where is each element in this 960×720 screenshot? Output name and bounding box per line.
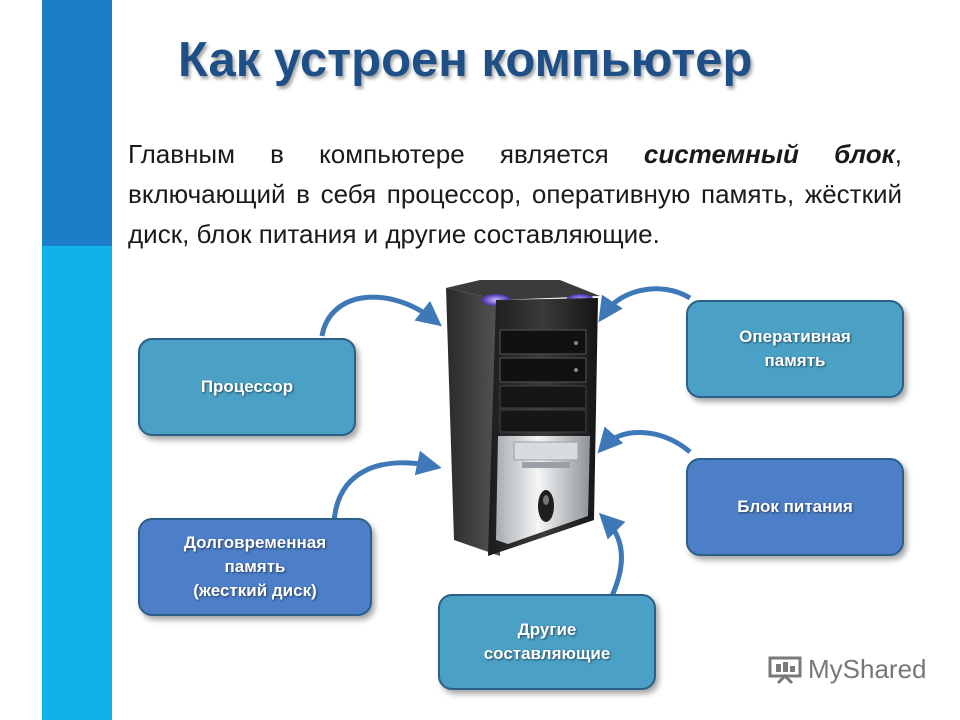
node-other-components: Другие составляющие (438, 594, 656, 690)
node-hard-disk-line-3: (жесткий диск) (193, 581, 317, 600)
logo-text: MyShared (808, 654, 927, 684)
myshared-logo: MyShared (768, 654, 927, 685)
arrow-other (598, 512, 626, 598)
intro-emphasis: системный блок (643, 139, 895, 169)
presentation-board-icon (768, 656, 802, 684)
arrow-cpu (319, 294, 442, 337)
arrow-ram (598, 286, 692, 323)
node-ram: Оперативная память (686, 300, 904, 398)
node-hard-disk-line-2: память (224, 557, 286, 576)
intro-text-start: Главным в компьютере является (128, 139, 644, 169)
node-power-supply-label: Блок питания (737, 497, 853, 516)
side-band-bottom (42, 246, 112, 720)
node-other-line-1: Другие (517, 620, 577, 639)
node-power-supply: Блок питания (686, 458, 904, 556)
node-hard-disk: Долговременная память (жесткий диск) (138, 518, 372, 616)
node-ram-line-2: память (764, 351, 826, 370)
arrow-hdd (331, 450, 442, 523)
node-processor-label: Процессор (200, 377, 294, 396)
side-band-top (42, 0, 112, 246)
slide-title: Как устроен компьютер (178, 33, 753, 87)
intro-text-end: , включающий в себя процессор, оперативн… (128, 139, 902, 249)
node-hard-disk-line-1: Долговременная (183, 533, 327, 552)
node-processor: Процессор (138, 338, 356, 436)
node-other-line-2: составляющие (483, 644, 611, 663)
node-ram-line-1: Оперативная (739, 327, 851, 346)
intro-text: Главным в компьютере является системный … (128, 134, 902, 254)
arrow-psu (597, 426, 692, 454)
